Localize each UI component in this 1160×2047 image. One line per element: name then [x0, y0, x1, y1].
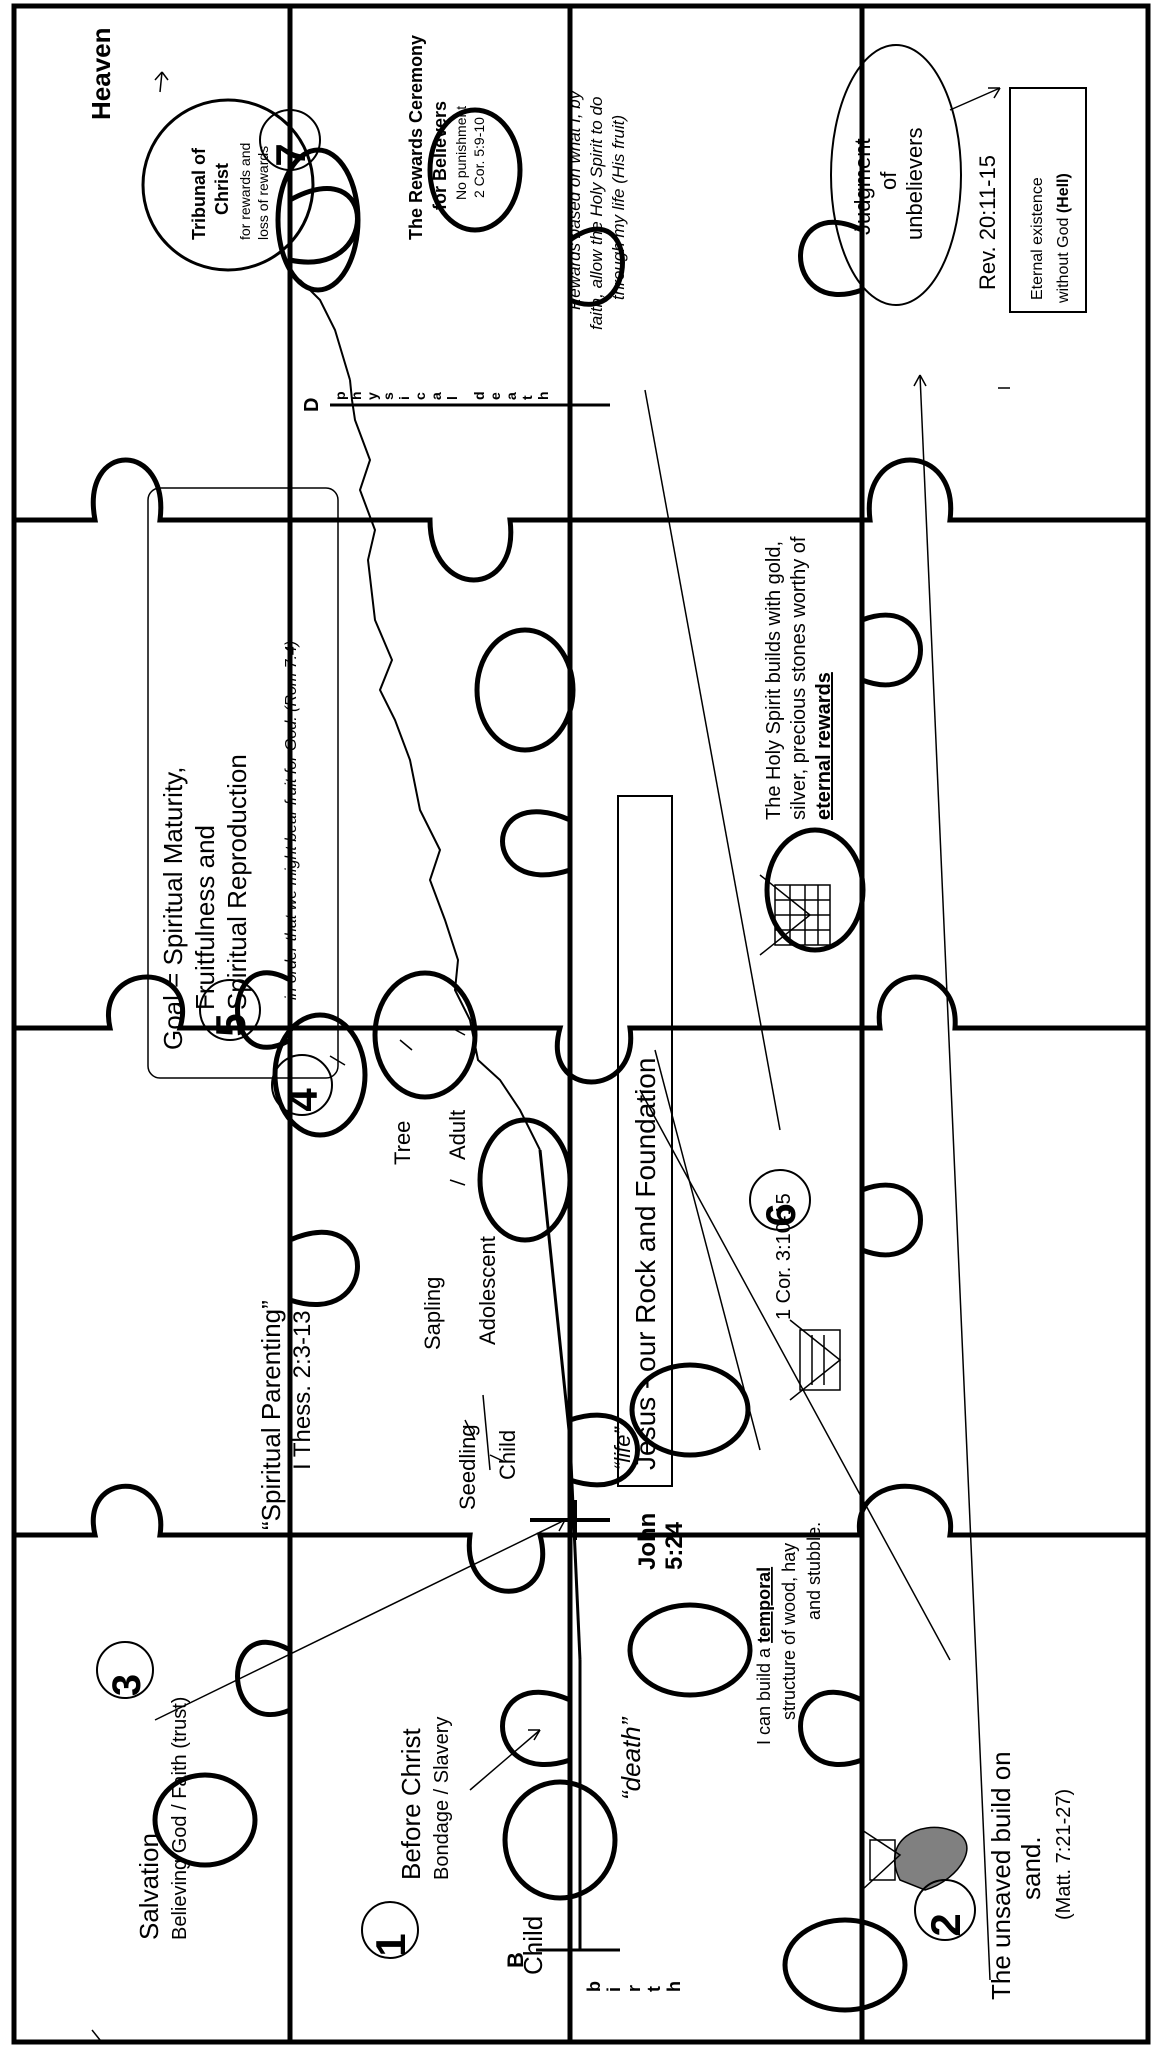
birth-child-label: Child — [518, 1916, 548, 1975]
unsaved-line3: (Matt. 7:21-27) — [1053, 1789, 1075, 1920]
svg-text:c: c — [412, 392, 428, 400]
step-5-number: 5 — [207, 1013, 254, 1036]
death-d-label: D — [301, 398, 323, 412]
ceremony-line2: for Believers — [430, 101, 450, 210]
svg-text:h: h — [348, 391, 364, 400]
cor-ref: 1 Cor. 3:10-15 — [773, 1193, 795, 1320]
goal-line3: Spiritual Reproduction — [222, 754, 252, 1010]
before-christ-title: Before Christ — [396, 1728, 426, 1880]
rewards-note-line3: through my life (His fruit) — [609, 115, 628, 300]
holy-spirit-line3: eternal rewards — [813, 672, 835, 820]
eternal-box — [1010, 88, 1086, 312]
svg-text:e: e — [487, 392, 503, 400]
birth-letters: b i r t h — [584, 1981, 684, 1992]
tribunal-line1: Tribunal of — [189, 147, 209, 240]
ceremony-line3: No punishment — [453, 106, 469, 200]
holy-spirit-line2: silver, precious stones worthy of — [788, 536, 810, 820]
goal-line4: in order that we might bear fruit for Go… — [283, 641, 300, 1000]
judgment-line3: unbelievers — [902, 127, 927, 240]
growth-adolescent: Adolescent — [475, 1236, 500, 1345]
parenting-ref: I Thess. 2:3-13 — [289, 1310, 316, 1470]
svg-text:y: y — [364, 392, 380, 400]
svg-text:t: t — [519, 395, 535, 400]
growth-child: Child — [495, 1430, 520, 1480]
salvation-subtitle: Believing God / Faith (trust) — [169, 1697, 191, 1940]
growth-seedling: Seedling — [455, 1424, 480, 1510]
eternal-line2: without God (Hell) — [1055, 173, 1072, 304]
house-icon — [790, 1320, 840, 1400]
heaven-label: Heaven — [86, 28, 116, 121]
svg-text:i: i — [604, 1987, 624, 1992]
judgment-line2: of — [876, 171, 901, 190]
goal-line2: Fruitfulness and — [190, 825, 220, 1010]
rewards-note-line2: faith, allow the Holy Spirit to do — [587, 97, 606, 330]
holy-spirit-line1: The Holy Spirit builds with gold, — [763, 541, 785, 820]
tribunal-line3: for rewards and — [237, 143, 253, 240]
arrows — [92, 72, 1010, 2040]
step-1-number: 1 — [367, 1933, 414, 1956]
svg-text:d: d — [471, 391, 487, 400]
unsaved-line1: The unsaved build on — [986, 1751, 1016, 2000]
growth-adult: Adult — [445, 1110, 470, 1160]
growth-sapling: Sapling — [420, 1277, 445, 1350]
svg-text:h: h — [535, 391, 551, 400]
salvation-title: Salvation — [134, 1833, 164, 1940]
rev-ref: Rev. 20:11-15 — [975, 155, 1000, 290]
svg-text:h: h — [664, 1981, 684, 1992]
ceremony-line4: 2 Cor. 5:9-10 — [471, 117, 487, 198]
svg-text:s: s — [380, 392, 396, 400]
ceremony-line1: The Rewards Ceremony — [406, 35, 426, 240]
step-4-number: 4 — [279, 1088, 326, 1112]
step-7-number: 7 — [267, 143, 314, 166]
foundation-label: Jesus - our Rock and Foundation — [630, 1058, 661, 1470]
temporal-line1: I can build a temporal — [754, 1567, 774, 1745]
death-word: “death” — [616, 1716, 646, 1800]
step-3-number: 3 — [105, 1674, 149, 1696]
svg-text:a: a — [503, 392, 519, 400]
temporal-line2: structure of wood, hay — [779, 1543, 799, 1720]
svg-text:t: t — [644, 1986, 664, 1992]
john-ref-line1: John — [634, 1513, 661, 1570]
svg-text:a: a — [428, 392, 444, 400]
svg-text:i: i — [396, 396, 412, 400]
svg-text:l: l — [444, 396, 460, 400]
unsaved-line2: sand. — [1016, 1836, 1046, 1900]
temporal-line3: and stubble. — [804, 1522, 824, 1620]
judgment-line1: Judgment — [850, 138, 875, 235]
physical-death-letters: p h y s i c a l d e a t h — [332, 391, 551, 400]
parenting-title: “Spiritual Parenting” — [256, 1300, 286, 1530]
step-2-number: 2 — [922, 1913, 969, 1936]
tribunal-line2: Christ — [212, 163, 232, 215]
svg-text:b: b — [584, 1981, 604, 1992]
growth-tree: Tree — [390, 1121, 415, 1165]
john-ref-line2: 5:24 — [661, 1521, 688, 1570]
eternal-line1: Eternal existence — [1029, 177, 1046, 300]
goal-line1: Goal = Spiritual Maturity, — [158, 767, 188, 1050]
before-christ-subtitle: Bondage / Slavery — [431, 1717, 453, 1880]
tribunal-line4: loss of rewards — [255, 146, 271, 240]
rewards-note-line1: Rewards based on what I, by — [565, 89, 584, 310]
svg-text:p: p — [332, 391, 348, 400]
svg-text:r: r — [624, 1985, 644, 1992]
